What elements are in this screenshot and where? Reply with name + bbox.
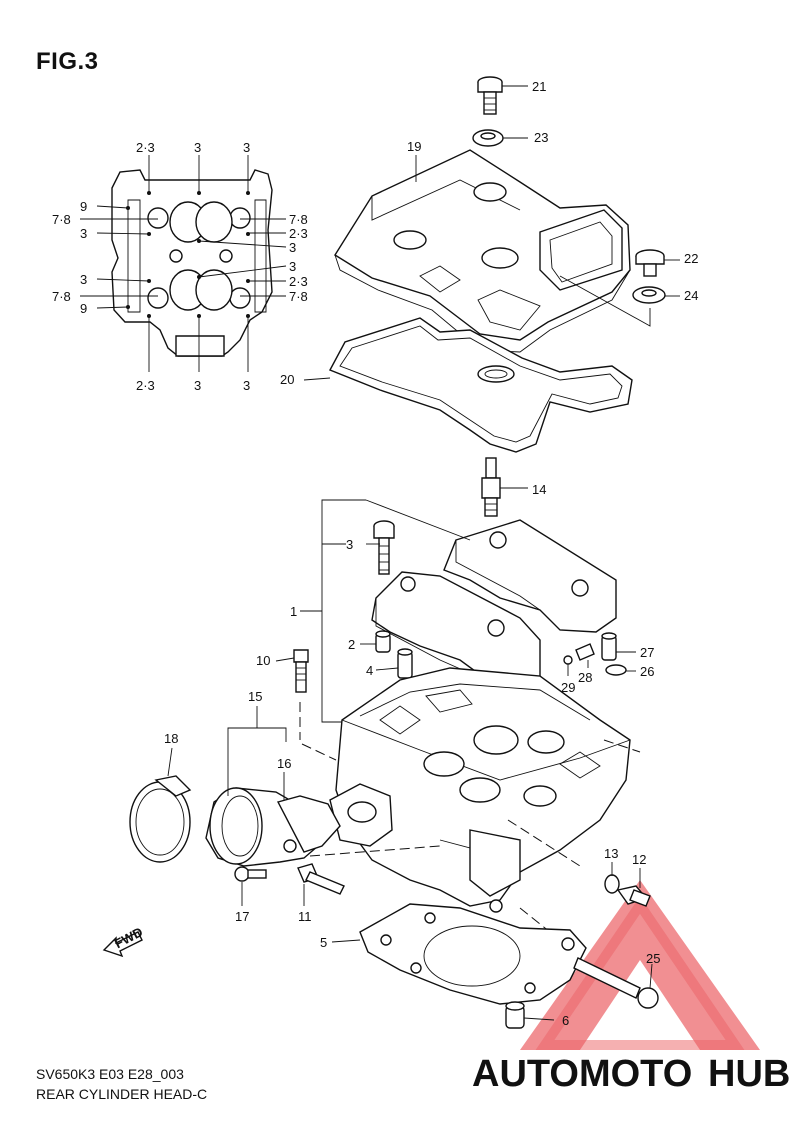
- bracket-15: [227, 706, 287, 800]
- callout-22: 22: [684, 251, 698, 266]
- cover-washer-23: [472, 129, 528, 147]
- spark-plug-14: [481, 457, 528, 517]
- callout-21: 21: [532, 79, 546, 94]
- screw-17: [234, 866, 267, 906]
- head-cover-gasket-20: [303, 317, 633, 453]
- callout-20: 20: [280, 372, 294, 387]
- torque-label: 7·8: [289, 289, 308, 304]
- callout-13: 13: [604, 846, 618, 861]
- hose-clamp-18: [129, 747, 192, 863]
- dashed-guide: [301, 743, 337, 761]
- torque-label: 3: [194, 140, 201, 155]
- bolt-tightening-pattern: 2·3 3 3 9 7·8 3 3 7·8 9 7·8 2·3 3 3 2·3 …: [52, 140, 308, 393]
- cylinder-head-gasket-5: [331, 903, 587, 1005]
- camshaft-housing-bolt-3: [373, 520, 395, 575]
- torque-label: 2·3: [289, 226, 308, 241]
- torque-label: 3: [243, 378, 250, 393]
- callout-5: 5: [320, 935, 327, 950]
- cylinder-head-cover-19: [334, 149, 631, 353]
- bolt-11: [297, 863, 345, 906]
- torque-label: 9: [80, 199, 87, 214]
- torque-label: 2·3: [136, 378, 155, 393]
- forward-arrow-icon: FWD: [102, 924, 145, 958]
- callout-10: 10: [256, 653, 270, 668]
- camshaft-housing-1: [371, 519, 617, 691]
- callout-26: 26: [640, 664, 654, 679]
- torque-label: 3: [194, 378, 201, 393]
- callout-27: 27: [640, 645, 654, 660]
- dowel-pin-27: [601, 632, 636, 661]
- torque-label: 3: [80, 226, 87, 241]
- dowel-pin-2: [360, 630, 391, 653]
- torque-label: 9: [80, 301, 87, 316]
- callout-28: 28: [578, 670, 592, 685]
- torque-label: 7·8: [52, 212, 71, 227]
- torque-label: 3: [80, 272, 87, 287]
- callout-1: 1: [290, 604, 297, 619]
- washer-13: [604, 862, 620, 894]
- callout-2: 2: [348, 637, 355, 652]
- bolt-12: [616, 868, 651, 907]
- callout-4: 4: [366, 663, 373, 678]
- callout-23: 23: [534, 130, 548, 145]
- callout-29: 29: [561, 680, 575, 695]
- intake-pipe-16: [205, 787, 341, 867]
- torque-label: 3: [289, 240, 296, 255]
- callout-12: 12: [632, 852, 646, 867]
- callout-labels: 21 23 19 22 24 20 14 3 1 2 4 10 27 26 28…: [164, 79, 698, 1028]
- torque-label: 7·8: [52, 289, 71, 304]
- watermark-text: AUTOMOTO HUB: [472, 1053, 790, 1095]
- torque-label: 2·3: [289, 274, 308, 289]
- diagram-code: SV650K3 E03 E28_003: [36, 1066, 184, 1082]
- watermark-text-part1: AUTOMOTO: [472, 1053, 692, 1095]
- callout-24: 24: [684, 288, 698, 303]
- watermark-text-part2: HUB: [708, 1053, 790, 1095]
- bolt-10: [275, 649, 309, 740]
- diagram-caption: REAR CYLINDER HEAD-C: [36, 1086, 208, 1102]
- callout-19: 19: [407, 139, 421, 154]
- callout-18: 18: [164, 731, 178, 746]
- callout-11: 11: [298, 909, 312, 924]
- torque-label: 7·8: [289, 212, 308, 227]
- dashed-guide: [309, 845, 441, 857]
- cover-bolt-22: [635, 249, 680, 277]
- cover-washer-24: [559, 275, 680, 327]
- bolt-25: [573, 957, 659, 1009]
- o-ring-29: [563, 655, 573, 676]
- dowel-pin-4: [375, 648, 413, 679]
- dowel-pin-6: [505, 1001, 555, 1029]
- o-ring-26: [605, 664, 636, 676]
- callout-6: 6: [562, 1013, 569, 1028]
- cylinder-head: [329, 667, 631, 913]
- figure-title: FIG.3: [36, 48, 99, 75]
- cover-bolt-21: [477, 76, 528, 115]
- callout-17: 17: [235, 909, 249, 924]
- union-28: [575, 643, 595, 668]
- callout-16: 16: [277, 756, 291, 771]
- callout-15: 15: [248, 689, 262, 704]
- callout-14: 14: [532, 482, 546, 497]
- callout-25: 25: [646, 951, 660, 966]
- dashed-guide: [603, 739, 641, 753]
- torque-label: 3: [243, 140, 250, 155]
- callout-3: 3: [346, 537, 353, 552]
- torque-label: 2·3: [136, 140, 155, 155]
- assembly-bracket-1: [300, 499, 471, 723]
- torque-label: 3: [289, 259, 296, 274]
